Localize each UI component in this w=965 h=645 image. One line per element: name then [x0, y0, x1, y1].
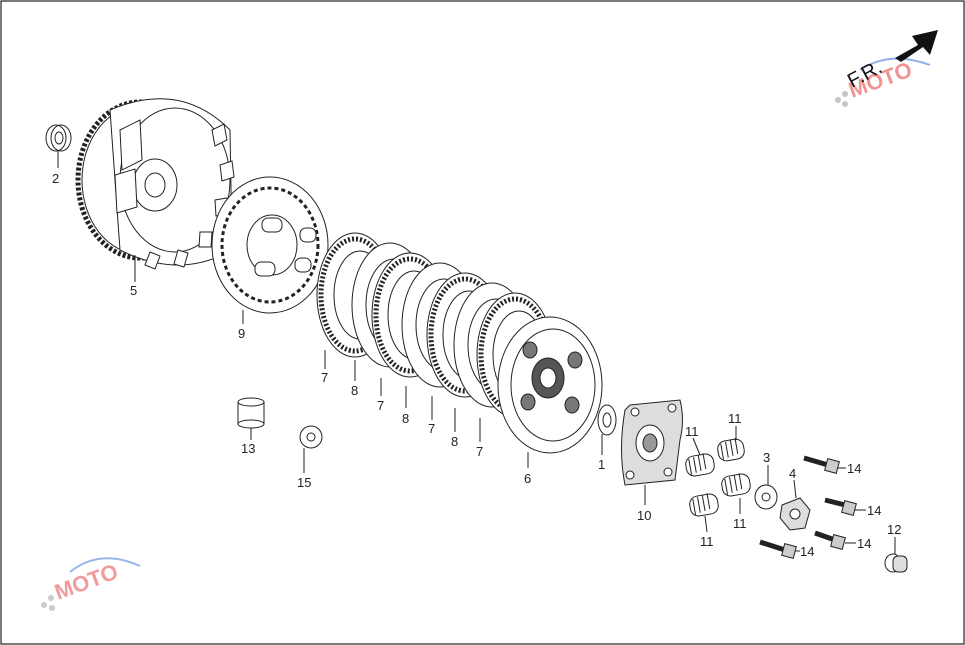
spring-c — [721, 473, 751, 497]
callout-11c: 11 — [733, 516, 747, 531]
callout-11a: 11 — [728, 411, 742, 426]
spring-d — [689, 493, 719, 517]
bolt-b — [824, 497, 857, 516]
callout-7a: 7 — [321, 370, 328, 385]
callout-10: 10 — [637, 508, 651, 523]
part-11-springs — [685, 438, 751, 517]
leader-4 — [793, 479, 797, 499]
callout-15: 15 — [297, 475, 311, 490]
part-10-lifter-plate — [621, 399, 683, 486]
callout-4: 4 — [789, 466, 796, 481]
part-14-bolts — [759, 455, 857, 559]
part-5-clutch-outer — [75, 98, 235, 270]
part-4-nut — [779, 497, 811, 531]
bolt-d — [759, 539, 797, 559]
part-3-washer — [754, 484, 778, 510]
callout-2: 2 — [52, 171, 59, 186]
callout-13: 13 — [241, 441, 255, 456]
callout-14b: 14 — [867, 503, 881, 518]
spring-a — [717, 438, 745, 462]
leader-11d — [704, 515, 708, 533]
callout-7b: 7 — [377, 398, 384, 413]
part-6-clutch-center — [497, 316, 603, 454]
part-13-collar — [237, 397, 265, 429]
bolt-c — [814, 530, 846, 550]
callout-labels: 2 5 9 7 8 7 8 7 8 7 6 1 10 11 11 11 11 3… — [52, 171, 901, 559]
callout-1: 1 — [598, 457, 605, 472]
callout-14c: 14 — [857, 536, 871, 551]
front-arrow-icon — [895, 30, 938, 62]
callout-7d: 7 — [476, 444, 483, 459]
callout-14d: 14 — [800, 544, 814, 559]
part-1-washer — [597, 404, 617, 436]
part-2-washer — [45, 124, 72, 152]
callout-9: 9 — [238, 326, 245, 341]
callout-3: 3 — [763, 450, 770, 465]
callout-8a: 8 — [351, 383, 358, 398]
callout-14a: 14 — [847, 461, 861, 476]
callout-8c: 8 — [451, 434, 458, 449]
callout-7c: 7 — [428, 421, 435, 436]
callout-11d: 11 — [700, 534, 714, 549]
callout-12: 12 — [887, 522, 901, 537]
spring-b — [685, 453, 715, 477]
callout-6: 6 — [524, 471, 531, 486]
bolt-a — [803, 455, 840, 474]
callout-8b: 8 — [402, 411, 409, 426]
part-9-pressure-plate — [211, 176, 329, 314]
callout-11b: 11 — [685, 424, 699, 439]
part-12-cap — [884, 553, 908, 573]
part-15-washer — [299, 425, 323, 449]
leader-11b — [692, 437, 701, 456]
callout-5: 5 — [130, 283, 137, 298]
